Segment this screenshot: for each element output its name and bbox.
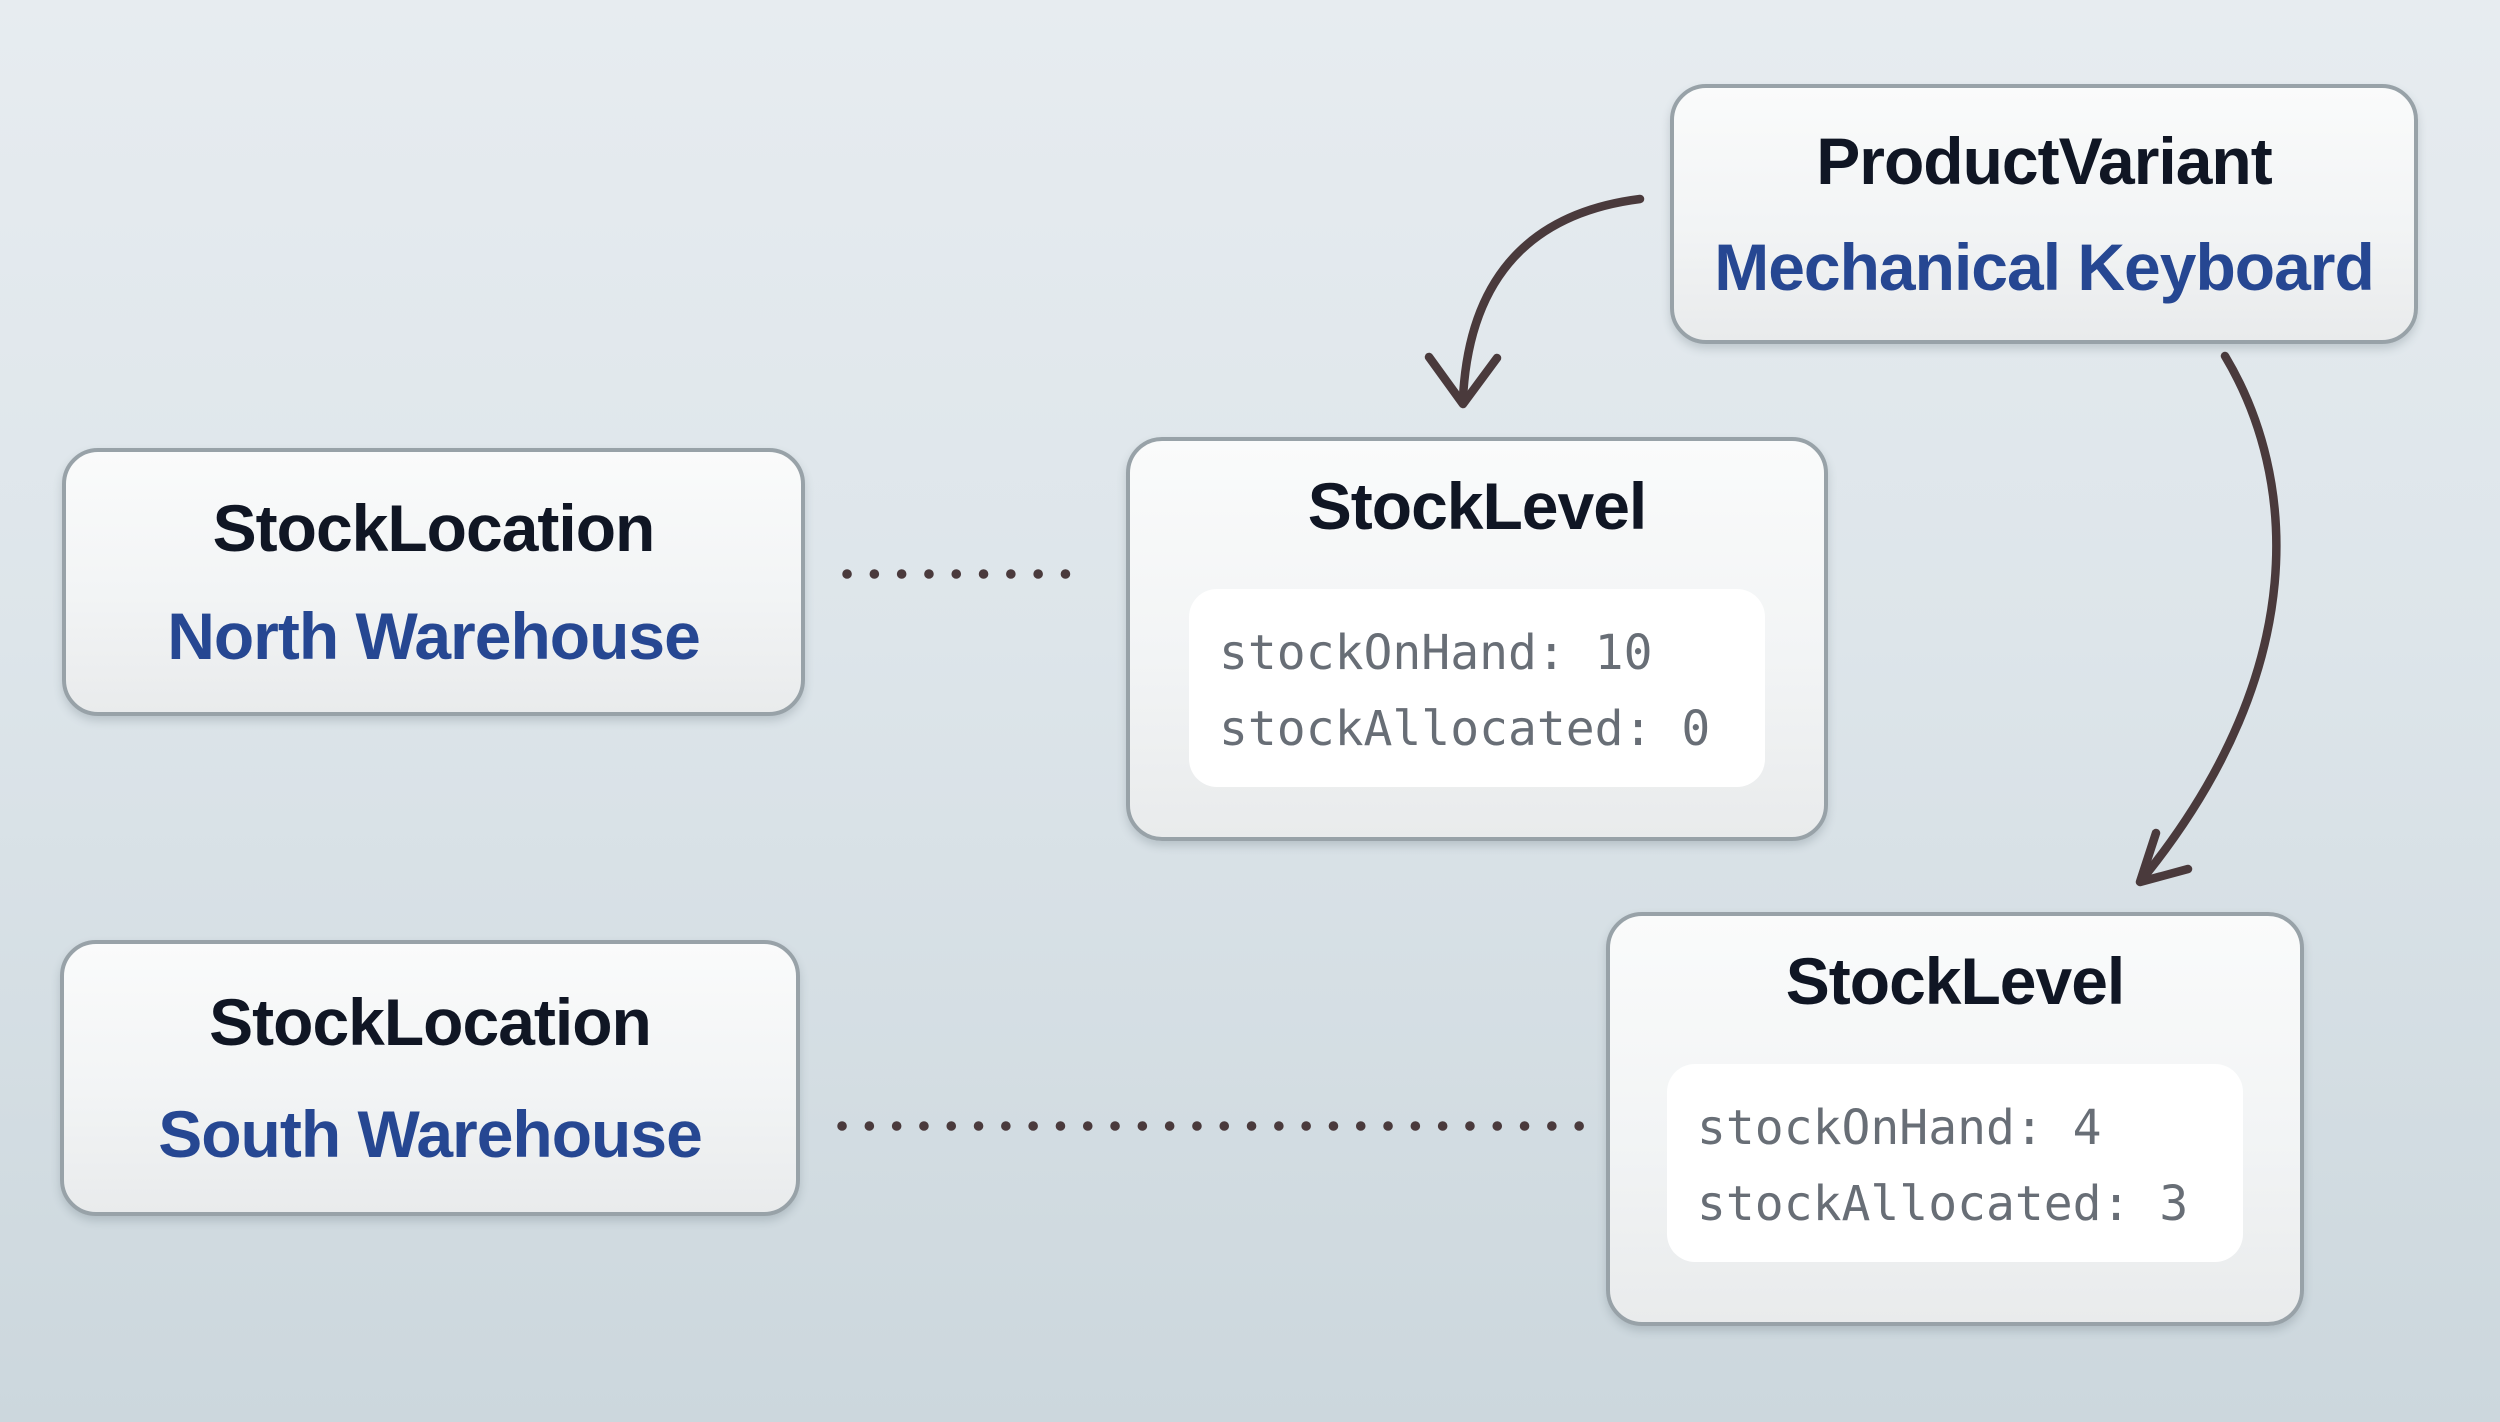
product-variant-instance-label: Mechanical Keyboard [1714,230,2375,304]
stock-location-north-instance-label: North Warehouse [167,599,701,674]
arrowhead-north-icon [1424,352,1502,409]
product-variant-type-label: ProductVariant [1816,124,2272,198]
product-variant-node: ProductVariant Mechanical Keyboard [1670,84,2418,344]
stock-location-north-type-label: StockLocation [212,490,656,565]
stock-location-north-node: StockLocation North Warehouse [62,448,805,716]
stock-location-south-type-label: StockLocation [209,985,652,1060]
stock-allocated-field: stockAllocated: 3 [1697,1176,2189,1232]
arrowhead-south-icon [2135,828,2193,887]
arrow-product-variant-to-south-stock-level [2143,351,2281,877]
stock-allocated-field: stockAllocated: 0 [1219,701,1711,757]
stock-level-south-fields-panel: stockOnHand: 4 stockAllocated: 3 [1667,1064,2243,1262]
stock-on-hand-field: stockOnHand: 10 [1219,625,1653,681]
stock-location-south-node: StockLocation South Warehouse [60,940,800,1216]
stock-location-south-instance-label: South Warehouse [158,1096,703,1171]
stock-level-north-fields-panel: stockOnHand: 10 stockAllocated: 0 [1189,589,1765,787]
arrow-product-variant-to-north-stock-level [1458,194,1645,403]
stock-level-north-node: StockLevel stockOnHand: 10 stockAllocate… [1126,437,1828,841]
stock-level-south-node: StockLevel stockOnHand: 4 stockAllocated… [1606,912,2304,1326]
stock-level-north-type-label: StockLevel [1307,469,1647,543]
stock-on-hand-field: stockOnHand: 4 [1697,1100,2102,1156]
stock-level-south-type-label: StockLevel [1785,944,2125,1018]
